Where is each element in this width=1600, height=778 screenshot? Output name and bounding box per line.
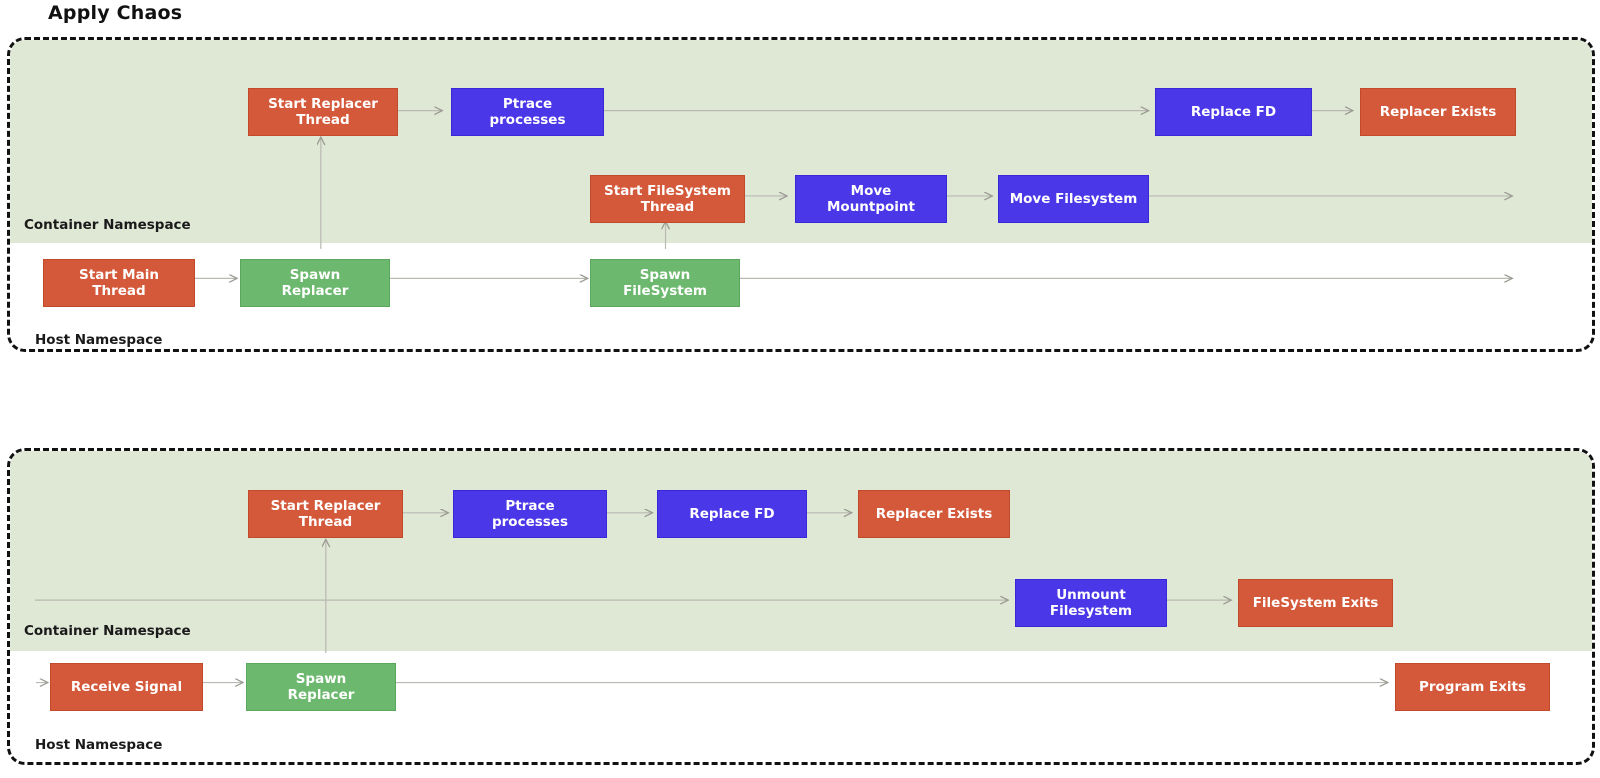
page-title: Apply Chaos: [48, 2, 183, 24]
node-start-main-thread[interactable]: Start Main Thread: [43, 259, 195, 307]
node-start-replacer-thread[interactable]: Start Replacer Thread: [248, 88, 398, 136]
node-replace-fd[interactable]: Replace FD: [1155, 88, 1312, 136]
panel-apply-chaos: Container Namespace Host Namespace: [7, 37, 1595, 352]
node-p2-filesystem-exits[interactable]: FileSystem Exits: [1238, 579, 1393, 627]
panel-recover-chaos: Container Namespace Host Namespace: [7, 448, 1595, 765]
node-p2-receive-signal[interactable]: Receive Signal: [50, 663, 203, 711]
node-p2-start-replacer-thread[interactable]: Start Replacer Thread: [248, 490, 403, 538]
node-p2-spawn-replacer[interactable]: Spawn Replacer: [246, 663, 396, 711]
node-spawn-replacer[interactable]: Spawn Replacer: [240, 259, 390, 307]
node-p2-program-exits[interactable]: Program Exits: [1395, 663, 1550, 711]
host-namespace-label-2: Host Namespace: [35, 737, 163, 753]
node-start-filesystem-thread[interactable]: Start FileSystem Thread: [590, 175, 745, 223]
node-spawn-filesystem[interactable]: Spawn FileSystem: [590, 259, 740, 307]
node-p2-unmount-filesystem[interactable]: Unmount Filesystem: [1015, 579, 1167, 627]
host-namespace-label: Host Namespace: [35, 332, 163, 348]
node-replacer-exists[interactable]: Replacer Exists: [1360, 88, 1516, 136]
container-namespace-label-2: Container Namespace: [24, 623, 191, 639]
node-p2-replacer-exists[interactable]: Replacer Exists: [858, 490, 1010, 538]
node-p2-ptrace-processes[interactable]: Ptrace processes: [453, 490, 607, 538]
node-move-filesystem[interactable]: Move Filesystem: [998, 175, 1149, 223]
node-ptrace-processes[interactable]: Ptrace processes: [451, 88, 604, 136]
container-namespace-label: Container Namespace: [24, 217, 191, 233]
node-p2-replace-fd[interactable]: Replace FD: [657, 490, 807, 538]
node-move-mountpoint[interactable]: Move Mountpoint: [795, 175, 947, 223]
